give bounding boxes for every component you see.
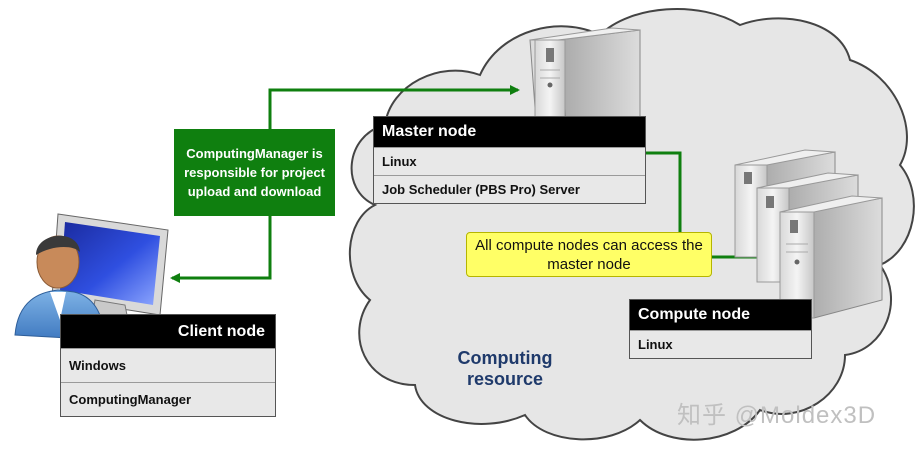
master-node-title: Master node [374, 117, 645, 147]
master-node-box: Master node Linux Job Scheduler (PBS Pro… [373, 116, 646, 204]
client-node-os: Windows [61, 348, 275, 382]
compute-servers-icon [734, 149, 883, 319]
computing-resource-label: Computing resource [457, 348, 553, 389]
transfer-arrows [170, 85, 520, 283]
compute-node-box: Compute node Linux [629, 299, 812, 359]
master-node-scheduler: Job Scheduler (PBS Pro) Server [374, 175, 645, 203]
computing-manager-callout: ComputingManager is responsible for proj… [174, 129, 335, 216]
client-node-box: Client node Windows ComputingManager [60, 314, 276, 417]
watermark: 知乎 @Moldex3D [677, 402, 877, 429]
client-node-title: Client node [61, 315, 275, 348]
compute-access-callout-text: All compute nodes can access the master … [475, 236, 703, 273]
compute-node-os: Linux [630, 330, 811, 358]
computing-manager-callout-text: ComputingManager is responsible for proj… [184, 146, 325, 199]
download-arrow [170, 216, 272, 283]
compute-node-title: Compute node [630, 300, 811, 330]
upload-arrow [268, 85, 520, 129]
master-node-os: Linux [374, 147, 645, 175]
client-node-software: ComputingManager [61, 382, 275, 416]
compute-access-callout: All compute nodes can access the master … [466, 232, 712, 277]
